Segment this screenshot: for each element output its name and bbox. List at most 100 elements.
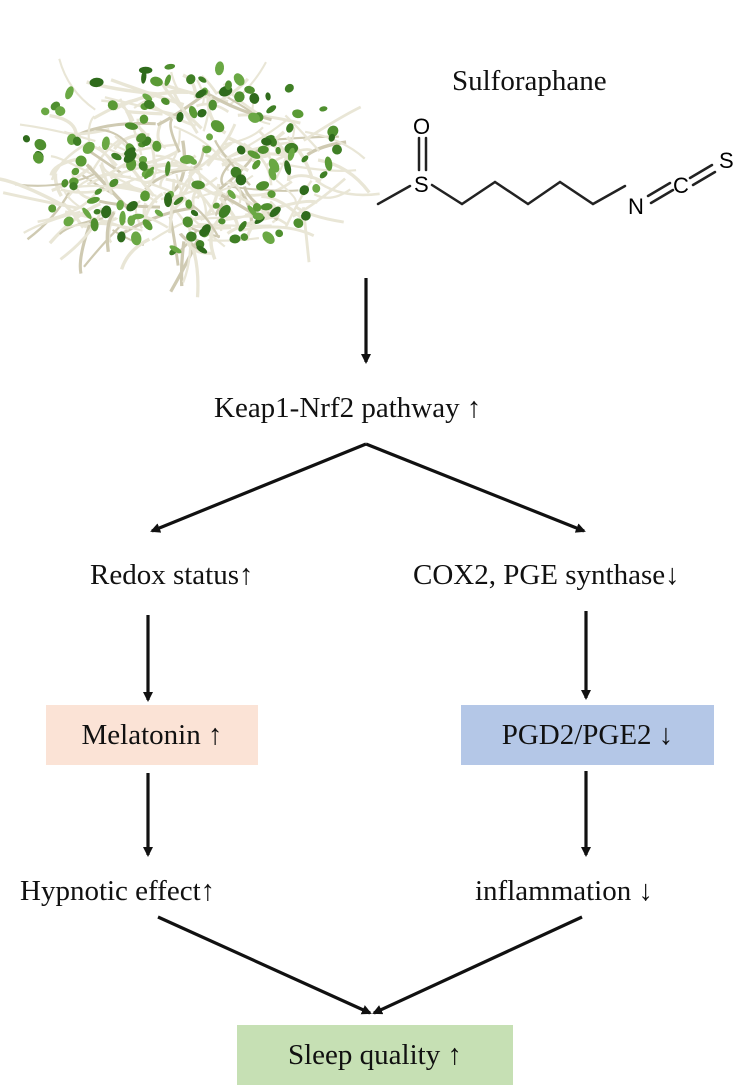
sprout-leaf <box>196 245 208 254</box>
sprout-leaf <box>144 166 155 180</box>
pathway-node: Keap1-Nrf2 pathway ↑ <box>214 392 482 424</box>
sprout-leaf <box>227 189 236 199</box>
sprout-leaf <box>72 136 82 146</box>
sprout-leaf <box>188 106 198 119</box>
sprout-stem <box>240 225 315 238</box>
sprout-leaf <box>176 111 184 123</box>
sprout-leaf <box>143 99 155 110</box>
sprout-leaf <box>248 112 260 123</box>
sprout-stem <box>225 141 293 160</box>
sprout-leaf <box>229 234 241 244</box>
sprout-stem <box>169 117 181 153</box>
arrow-pathway-to-cox2 <box>365 442 586 533</box>
sprout-leaf <box>124 122 138 130</box>
sprout-leaf <box>111 152 122 161</box>
compound-name: Sulforaphane <box>452 65 607 97</box>
atom-sulfur: S <box>414 172 429 197</box>
sprout-leaf <box>86 196 100 204</box>
sprout-stem <box>85 163 131 212</box>
sprout-leaf <box>240 233 249 241</box>
sprout-leaf <box>71 167 80 176</box>
sprout-stem <box>49 113 78 137</box>
sprout-stem <box>206 92 272 122</box>
sprout-stem <box>105 211 116 253</box>
sprout-stem <box>286 135 314 180</box>
sprout-leaf <box>185 199 193 209</box>
sprout-stem <box>206 141 233 167</box>
sprout-leaf <box>269 206 281 218</box>
sprout-leaf <box>218 218 226 225</box>
sprout-stem <box>284 114 321 152</box>
sprout-leaf <box>100 205 112 219</box>
carbon-chain <box>430 180 627 206</box>
sprouts-heap <box>0 58 380 298</box>
sprout-leaf <box>224 80 232 90</box>
sprout-leaf <box>169 245 182 254</box>
sprout-leaf <box>257 145 269 154</box>
sprout-leaf <box>117 231 126 243</box>
sprout-leaf <box>164 74 171 86</box>
sprout-stem <box>191 248 200 298</box>
sprout-stem <box>173 125 230 172</box>
sprout-stem <box>263 199 318 213</box>
sprout-stem <box>91 137 122 173</box>
sprout-leaf <box>328 133 336 142</box>
inflammation-node: inflammation ↓ <box>475 875 653 907</box>
sprout-leaf <box>61 179 69 188</box>
sprout-leaf <box>247 150 261 159</box>
sprout-leaf <box>292 109 304 119</box>
sprout-stem <box>101 99 135 122</box>
sprout-leaf <box>197 109 207 118</box>
sprout-stem <box>227 185 299 192</box>
sprout-leaf <box>214 61 225 76</box>
sprout-leaf <box>93 208 101 215</box>
sprout-leaf <box>131 213 145 220</box>
sprout-leaf <box>268 158 280 173</box>
atom-oxygen: O <box>413 114 430 139</box>
sprout-leaf <box>208 99 217 111</box>
sprout-leaf <box>252 159 261 170</box>
melatonin-box: Melatonin ↑ <box>46 705 258 765</box>
sprout-leaf <box>189 158 197 165</box>
sprout-stem <box>170 71 183 94</box>
sprout-leaf <box>138 66 153 74</box>
arrow-pathway-to-redox <box>150 442 367 533</box>
sprout-stem <box>288 174 322 183</box>
sprout-leaf <box>123 151 137 163</box>
sprout-leaf <box>212 202 220 209</box>
atom-terminal-sulfur: S <box>719 148 734 173</box>
sprout-leaf <box>136 133 147 143</box>
sprout-leaf <box>150 76 163 87</box>
sprout-leaf <box>94 188 103 195</box>
sprout-leaf <box>116 199 124 211</box>
sprout-leaf <box>327 125 339 138</box>
bond-c-s-1 <box>688 163 714 180</box>
sprout-leaf <box>210 120 225 133</box>
sprout-leaf <box>249 93 260 104</box>
sprout-leaf <box>126 201 138 212</box>
sprout-leaf <box>293 218 304 228</box>
pgd2-box: PGD2/PGE2 ↓ <box>461 705 714 765</box>
arrow-hypnotic-to-sleep <box>157 915 372 1015</box>
sprout-leaf <box>233 73 245 86</box>
sprout-leaf <box>140 190 150 202</box>
sprout-stem <box>227 117 290 159</box>
sprout-leaf <box>195 89 207 99</box>
sprout-stem <box>202 96 213 132</box>
sprout-stem <box>63 222 143 232</box>
sprout-leaf <box>186 74 196 85</box>
sprout-leaf <box>141 70 147 84</box>
sprout-stem <box>2 191 79 210</box>
sprout-leaf <box>200 224 211 236</box>
sprout-leaf <box>48 204 57 213</box>
arrow-inflammation-to-sleep <box>372 915 583 1015</box>
sprout-stem <box>179 241 186 287</box>
hypnotic-node: Hypnotic effect↑ <box>20 875 216 907</box>
sprout-leaf <box>262 231 275 245</box>
sprout-leaf <box>119 210 126 226</box>
sprout-stem <box>50 155 94 176</box>
sprout-leaf <box>244 85 255 94</box>
